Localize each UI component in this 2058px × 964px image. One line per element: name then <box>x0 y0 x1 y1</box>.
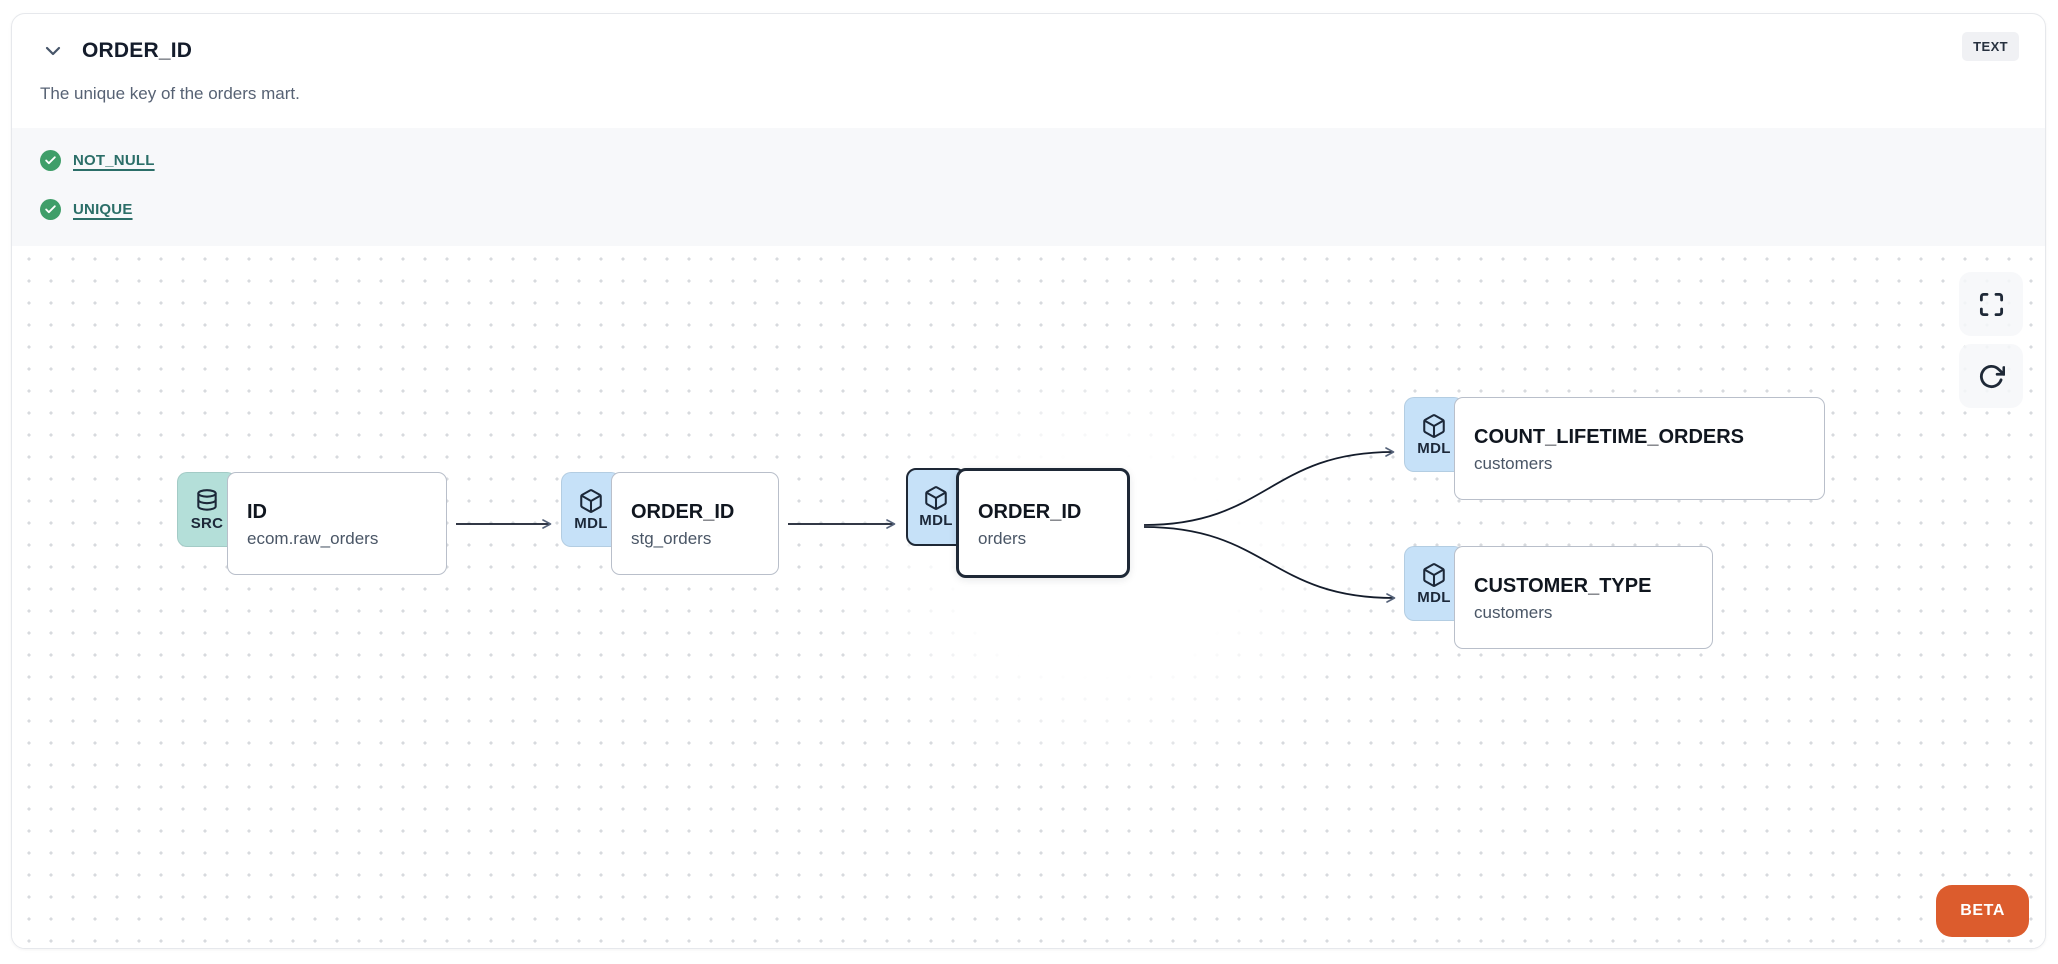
fullscreen-icon <box>1978 291 2005 318</box>
column-description: The unique key of the orders mart. <box>40 84 300 103</box>
lineage-edges <box>456 447 1396 603</box>
column-type-badge: TEXT <box>1962 32 2019 61</box>
node-badge-label: MDL <box>1417 588 1451 606</box>
cube-icon <box>578 488 604 514</box>
node-card: ORDER_ID stg_orders <box>611 472 779 575</box>
refresh-button[interactable] <box>1959 344 2023 408</box>
page-title: ORDER_ID <box>82 39 193 62</box>
database-icon <box>194 488 220 514</box>
chevron-down-icon <box>41 39 65 63</box>
node-title: ID <box>247 501 267 523</box>
node-subtitle: customers <box>1474 603 1553 622</box>
node-badge-label: SRC <box>190 514 224 532</box>
edge-orders-to-count-lifetime <box>1143 447 1395 526</box>
refresh-icon <box>1978 363 2005 390</box>
node-subtitle: stg_orders <box>631 529 712 548</box>
tests-section: NOT_NULL UNIQUE <box>12 128 2045 246</box>
canvas-controls <box>1959 272 2023 408</box>
lineage-node-count-lifetime-orders[interactable]: MDL COUNT_LIFETIME_ORDERS customers <box>1404 397 1825 500</box>
fullscreen-button[interactable] <box>1959 272 2023 336</box>
node-card: CUSTOMER_TYPE customers <box>1454 546 1713 649</box>
collapse-button[interactable] <box>40 38 66 64</box>
cube-icon <box>1421 562 1447 588</box>
check-passed-icon <box>40 150 61 171</box>
node-card: COUNT_LIFETIME_ORDERS customers <box>1454 397 1825 500</box>
node-title: CUSTOMER_TYPE <box>1474 575 1652 597</box>
check-passed-icon <box>40 199 61 220</box>
node-card: ORDER_ID orders <box>956 468 1130 578</box>
beta-badge: BETA <box>1936 885 2029 937</box>
cube-icon <box>1421 413 1447 439</box>
node-subtitle: ecom.raw_orders <box>247 529 379 548</box>
test-link-not-null[interactable]: NOT_NULL <box>73 152 155 169</box>
node-card: ID ecom.raw_orders <box>227 472 447 575</box>
edge-orders-to-customer-type <box>1143 526 1396 603</box>
test-row: UNIQUE <box>40 199 2017 220</box>
lineage-canvas[interactable]: SRC ID ecom.raw_orders MDL ORDER_ID stg_… <box>12 246 2045 948</box>
node-badge-label: MDL <box>1417 439 1451 457</box>
column-detail-card: ORDER_ID TEXT The unique key of the orde… <box>11 13 2046 949</box>
lineage-node-order-id-orders-selected[interactable]: MDL ORDER_ID orders <box>906 468 1130 578</box>
lineage-node-id-raw-orders[interactable]: SRC ID ecom.raw_orders <box>177 472 447 575</box>
node-subtitle: orders <box>978 528 1027 548</box>
lineage-node-customer-type[interactable]: MDL CUSTOMER_TYPE customers <box>1404 546 1713 649</box>
test-link-unique[interactable]: UNIQUE <box>73 201 133 218</box>
node-badge-label: MDL <box>919 512 953 529</box>
node-title: COUNT_LIFETIME_ORDERS <box>1474 426 1745 448</box>
cube-icon <box>923 485 949 511</box>
lineage-node-order-id-stg-orders[interactable]: MDL ORDER_ID stg_orders <box>561 472 779 575</box>
header: ORDER_ID TEXT <box>12 14 2045 64</box>
node-badge-label: MDL <box>574 514 608 532</box>
node-type-badge: SRC <box>177 472 237 547</box>
node-title: ORDER_ID <box>631 501 735 523</box>
test-row: NOT_NULL <box>40 150 2017 171</box>
node-subtitle: customers <box>1474 454 1553 473</box>
node-title: ORDER_ID <box>978 500 1082 523</box>
